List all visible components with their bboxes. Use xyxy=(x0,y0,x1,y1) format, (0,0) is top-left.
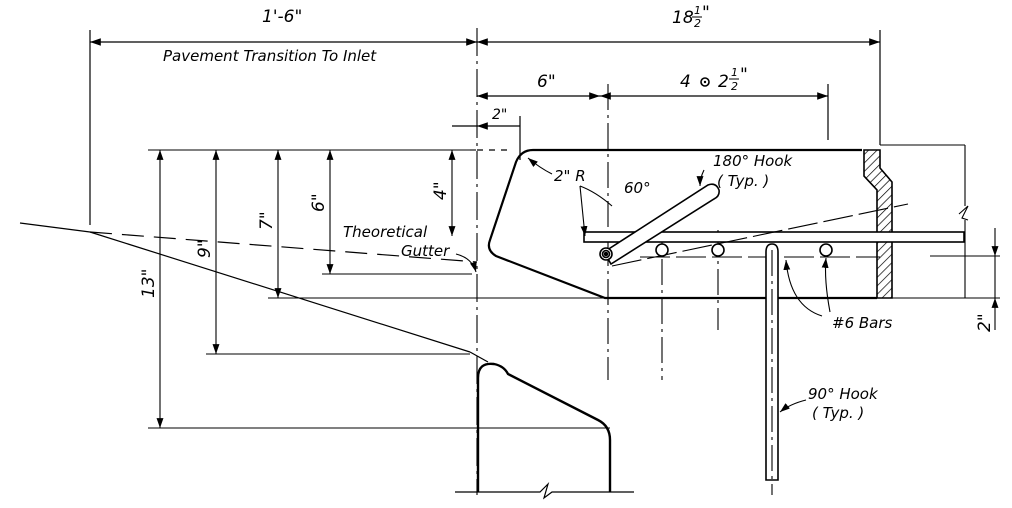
dim-spacing: 4 2 1 2 " xyxy=(680,65,748,93)
gutter-label: Gutter xyxy=(401,242,450,260)
leaders xyxy=(455,157,831,413)
hook-180-label: 180° Hook xyxy=(713,152,794,170)
dim-4in: 4" xyxy=(431,181,451,200)
top-dimension-lines xyxy=(89,30,881,225)
svg-text:": " xyxy=(740,65,748,85)
svg-text:": " xyxy=(702,3,710,23)
svg-text:1: 1 xyxy=(694,4,701,17)
dim-13in: 13" xyxy=(139,269,159,298)
vertical-dimension-lines xyxy=(156,150,456,428)
dim-18-half: 18 1 2 " xyxy=(672,3,710,30)
svg-text:2: 2 xyxy=(718,72,729,92)
svg-text:2: 2 xyxy=(694,17,701,30)
hook-180-bar xyxy=(599,183,909,267)
dim-9in: 9" xyxy=(195,239,215,258)
svg-text:2: 2 xyxy=(731,80,738,93)
svg-text:4: 4 xyxy=(680,72,691,92)
radius-label: 2" R xyxy=(554,167,586,185)
hook-90-bar xyxy=(765,243,779,495)
theoretical-label: Theoretical xyxy=(343,223,428,241)
horizontal-reference-lines xyxy=(148,149,610,429)
right-extension-lines xyxy=(880,144,1000,330)
curb-section xyxy=(455,362,634,500)
dim-1ft-6in: 1'-6" xyxy=(262,7,302,27)
dim-6in-vert: 6" xyxy=(309,193,329,212)
pavement-profile xyxy=(19,222,489,363)
svg-text:18: 18 xyxy=(672,8,694,28)
concrete-slab xyxy=(477,148,877,300)
typ-label-1: ( Typ. ) xyxy=(717,172,769,190)
hatched-wall xyxy=(863,149,893,299)
dim-6in: 6" xyxy=(537,72,556,92)
svg-text:1: 1 xyxy=(731,66,738,79)
typ-label-2: ( Typ. ) xyxy=(812,404,864,422)
rebar-circles xyxy=(655,243,833,257)
dim-7in: 7" xyxy=(257,211,277,230)
dim-2in-right: 2" xyxy=(975,313,995,332)
angle-label: 60° xyxy=(624,179,651,197)
dim-2in-top: 2" xyxy=(492,107,507,123)
bars-label: #6 Bars xyxy=(832,314,893,332)
hook-90-label: 90° Hook xyxy=(808,385,879,403)
pavement-transition-label: Pavement Transition To Inlet xyxy=(163,47,377,65)
